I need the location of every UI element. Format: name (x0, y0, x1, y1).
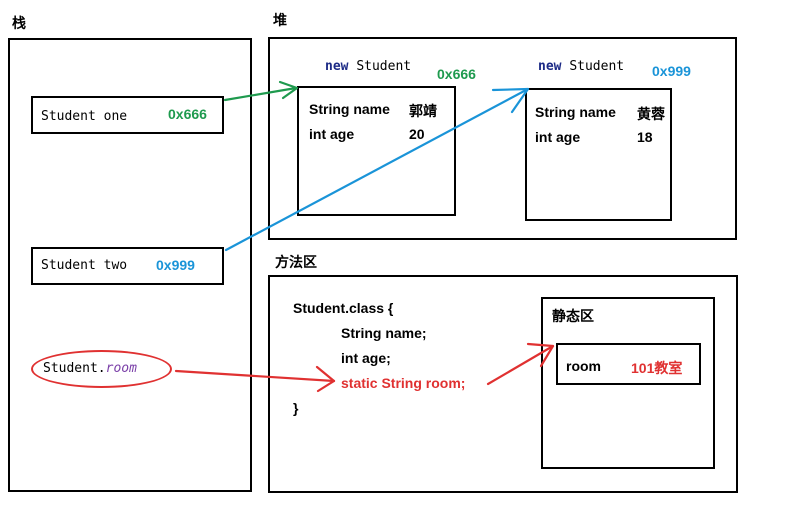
obj1-field2-name: int age (309, 126, 355, 142)
heap-obj1: String name 郭靖 int age 20 (297, 86, 456, 216)
arrow-one-to-obj1 (223, 86, 298, 102)
heap-obj2: String name 黄蓉 int age 18 (525, 88, 672, 221)
type-name: Student (569, 59, 625, 74)
stack-var-one-label: Student one (41, 109, 128, 124)
static-ref-text: Student.room (43, 361, 137, 376)
class-line-age: int age; (341, 350, 391, 366)
static-ref-field: room (105, 361, 137, 376)
class-open: Student.class { (293, 300, 394, 316)
arrow-two-to-obj2-head (491, 87, 530, 114)
obj1-field1-name: String name (309, 101, 390, 117)
type-name: Student (356, 59, 412, 74)
stack-var-two: Student two 0x999 (31, 247, 224, 285)
class-line-name: String name; (341, 325, 427, 341)
arrow-one-to-obj1-head (278, 80, 299, 100)
obj2-field2-value: 18 (637, 129, 653, 145)
stack-var-one-addr: 0x666 (168, 106, 207, 122)
static-room-value: 101教室 (631, 360, 683, 376)
static-room-field: room 101教室 (556, 343, 701, 385)
arrow-static-line-to-area-head (526, 342, 555, 368)
static-room-name: room (566, 358, 601, 374)
static-ref-class: Student. (43, 361, 106, 376)
arrow-ref-to-static-line-head (315, 365, 336, 393)
obj1-field2-value: 20 (409, 126, 425, 142)
heap-obj2-addr: 0x999 (652, 63, 691, 79)
static-ref-ellipse: Student.room (31, 350, 172, 388)
arrow-two-to-obj2 (224, 87, 530, 252)
obj1-field1-value: 郭靖 (409, 103, 437, 119)
class-line-static-room: static String room; (341, 375, 466, 391)
heap-obj1-header: new Student (325, 59, 411, 74)
arrow-static-line-to-area (486, 344, 555, 386)
stack-var-two-label: Student two (41, 258, 128, 273)
heap-title: 堆 (273, 13, 287, 29)
heap-obj2-header: new Student (538, 59, 624, 74)
obj2-field1-value: 黄蓉 (637, 106, 665, 122)
heap-obj1-addr: 0x666 (437, 66, 476, 82)
stack-title: 栈 (12, 16, 26, 32)
obj2-field2-name: int age (535, 129, 581, 145)
static-area-title: 静态区 (552, 308, 594, 324)
new-keyword: new (538, 59, 562, 74)
stack-var-one: Student one 0x666 (31, 96, 224, 134)
stack-var-two-addr: 0x999 (156, 257, 195, 273)
method-area-title: 方法区 (275, 255, 317, 271)
new-keyword: new (325, 59, 349, 74)
obj2-field1-name: String name (535, 104, 616, 120)
arrow-ref-to-static-line (174, 369, 336, 383)
class-close: } (293, 400, 299, 416)
